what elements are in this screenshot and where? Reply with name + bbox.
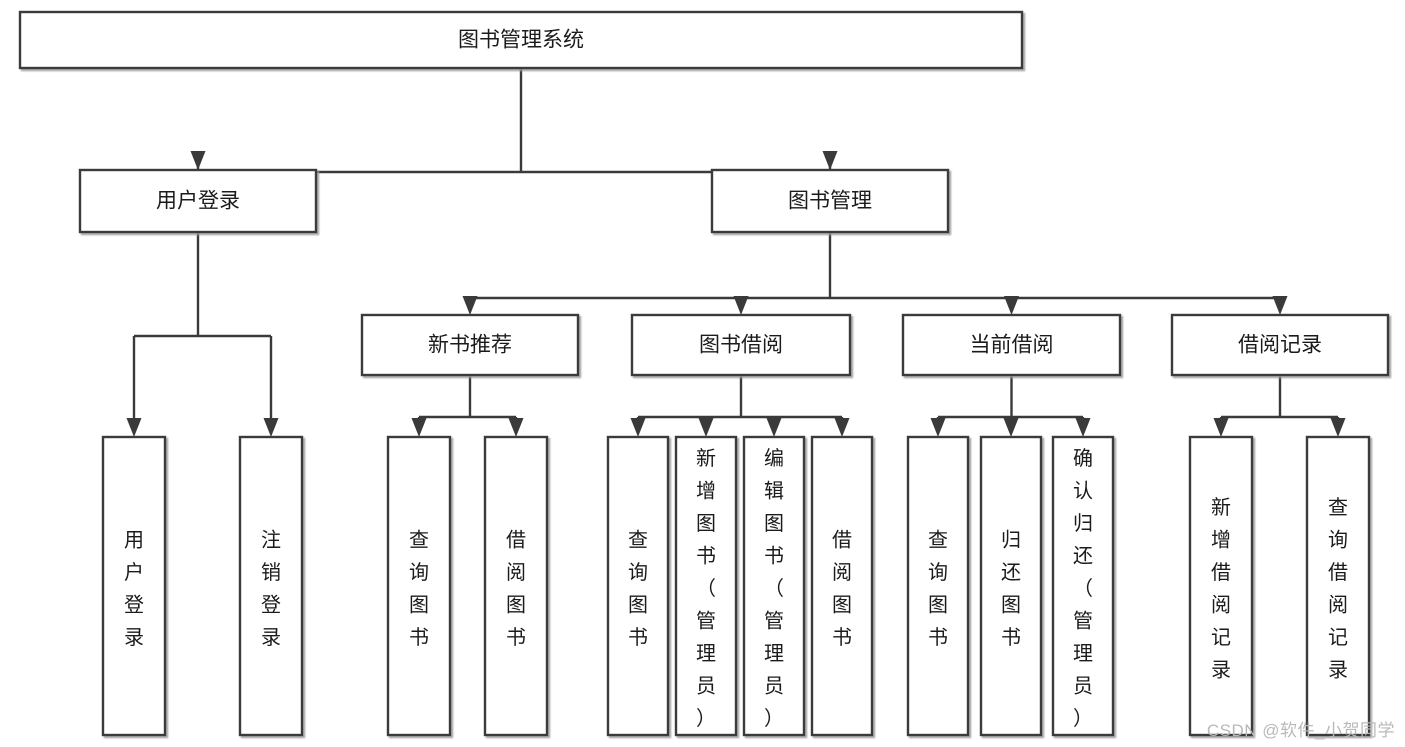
- arrowhead-icon: [1330, 418, 1346, 437]
- node-rect: [906, 435, 970, 737]
- arrowhead-icon: [834, 418, 850, 437]
- node-leaf-nb-borrow[interactable]: 借阅图书: [483, 435, 549, 737]
- node-new-book-rec[interactable]: 新书推荐: [360, 313, 580, 377]
- arrowhead-icon: [1213, 418, 1229, 437]
- node-label: 借阅图书: [832, 528, 852, 649]
- node-rect: [78, 168, 318, 234]
- node-leaf-user-logout[interactable]: 注销登录: [238, 435, 304, 737]
- node-leaf-cb-confirm[interactable]: 确认归还（管理员）: [1051, 435, 1115, 737]
- node-label: 查询图书: [628, 528, 648, 649]
- node-rect: [1051, 435, 1115, 737]
- arrowhead-icon: [1003, 418, 1019, 437]
- arrowhead-icon: [733, 296, 749, 315]
- node-label: 查询图书: [928, 528, 948, 649]
- node-root[interactable]: 图书管理系统: [18, 10, 1024, 70]
- arrowhead-icon: [1272, 296, 1288, 315]
- node-rect: [674, 435, 738, 737]
- arrowhead-icon: [508, 418, 524, 437]
- node-label: 确认归还（管理员）: [1073, 447, 1093, 730]
- node-rect: [18, 10, 1024, 70]
- node-book-borrow[interactable]: 图书借阅: [630, 313, 852, 377]
- node-rect: [483, 435, 549, 737]
- arrowhead-icon: [411, 418, 427, 437]
- node-leaf-bb-add[interactable]: 新增图书（管理员）: [674, 435, 738, 737]
- node-leaf-br-query[interactable]: 查询借阅记录: [1305, 435, 1371, 737]
- arrowhead-icon: [1075, 418, 1091, 437]
- node-rect: [979, 435, 1043, 737]
- node-rect: [742, 435, 806, 737]
- node-rect: [810, 435, 874, 737]
- node-book-mgmt[interactable]: 图书管理: [710, 168, 950, 234]
- node-label: 查询图书: [409, 528, 429, 649]
- node-leaf-cb-return[interactable]: 归还图书: [979, 435, 1043, 737]
- node-label: 图书管理系统: [458, 29, 584, 52]
- node-label: 当前借阅: [970, 334, 1054, 357]
- node-label: 新书推荐: [428, 334, 512, 357]
- node-label: 归还图书: [1001, 528, 1021, 649]
- node-label: 注销登录: [261, 528, 281, 649]
- arrowhead-icon: [766, 418, 782, 437]
- csdn-watermark: CSDN @软件_小贺同学: [1206, 721, 1395, 740]
- node-leaf-br-add[interactable]: 新增借阅记录: [1188, 435, 1254, 737]
- node-cur-borrow[interactable]: 当前借阅: [901, 313, 1122, 377]
- connector-lines: [126, 68, 1346, 437]
- node-label: 用户登录: [124, 529, 144, 649]
- node-rect: [1305, 435, 1371, 737]
- arrowhead-icon: [190, 151, 206, 170]
- node-leaf-bb-edit[interactable]: 编辑图书（管理员）: [742, 435, 806, 737]
- node-label: 编辑图书（管理员）: [764, 447, 784, 730]
- arrowhead-icon: [1004, 296, 1019, 315]
- node-rect: [238, 435, 304, 737]
- node-label: 借阅记录: [1238, 334, 1322, 357]
- arrowhead-icon: [462, 296, 478, 315]
- node-leaf-cb-query[interactable]: 查询图书: [906, 435, 970, 737]
- node-leaf-nb-query[interactable]: 查询图书: [386, 435, 452, 737]
- node-label: 查询借阅记录: [1328, 496, 1348, 682]
- arrowhead-icon: [630, 418, 646, 437]
- node-rect: [1170, 313, 1390, 377]
- node-leaf-bb-query[interactable]: 查询图书: [606, 435, 670, 737]
- node-label: 图书借阅: [699, 334, 783, 357]
- node-label: 图书管理: [788, 190, 872, 213]
- node-label: 新增图书（管理员）: [696, 447, 716, 730]
- node-rect: [606, 435, 670, 737]
- node-rect: [101, 435, 167, 737]
- node-boxes: 图书管理系统用户登录图书管理新书推荐图书借阅当前借阅借阅记录用户登录注销登录查询…: [18, 10, 1390, 737]
- node-rect: [710, 168, 950, 234]
- arrowhead-icon: [930, 418, 946, 437]
- node-rect: [386, 435, 452, 737]
- node-label: 借阅图书: [506, 528, 526, 649]
- node-rect: [360, 313, 580, 377]
- node-label: 新增借阅记录: [1211, 496, 1231, 682]
- node-leaf-bb-borrow[interactable]: 借阅图书: [810, 435, 874, 737]
- node-rect: [901, 313, 1122, 377]
- arrowhead-icon: [126, 418, 142, 437]
- node-rect: [1188, 435, 1254, 737]
- node-leaf-user-login[interactable]: 用户登录: [101, 435, 167, 737]
- node-label: 用户登录: [156, 190, 240, 213]
- node-rect: [630, 313, 852, 377]
- node-user-login[interactable]: 用户登录: [78, 168, 318, 234]
- arrowhead-icon: [822, 151, 838, 170]
- node-borrow-rec[interactable]: 借阅记录: [1170, 313, 1390, 377]
- arrowhead-icon: [263, 418, 279, 437]
- arrowhead-icon: [698, 418, 714, 437]
